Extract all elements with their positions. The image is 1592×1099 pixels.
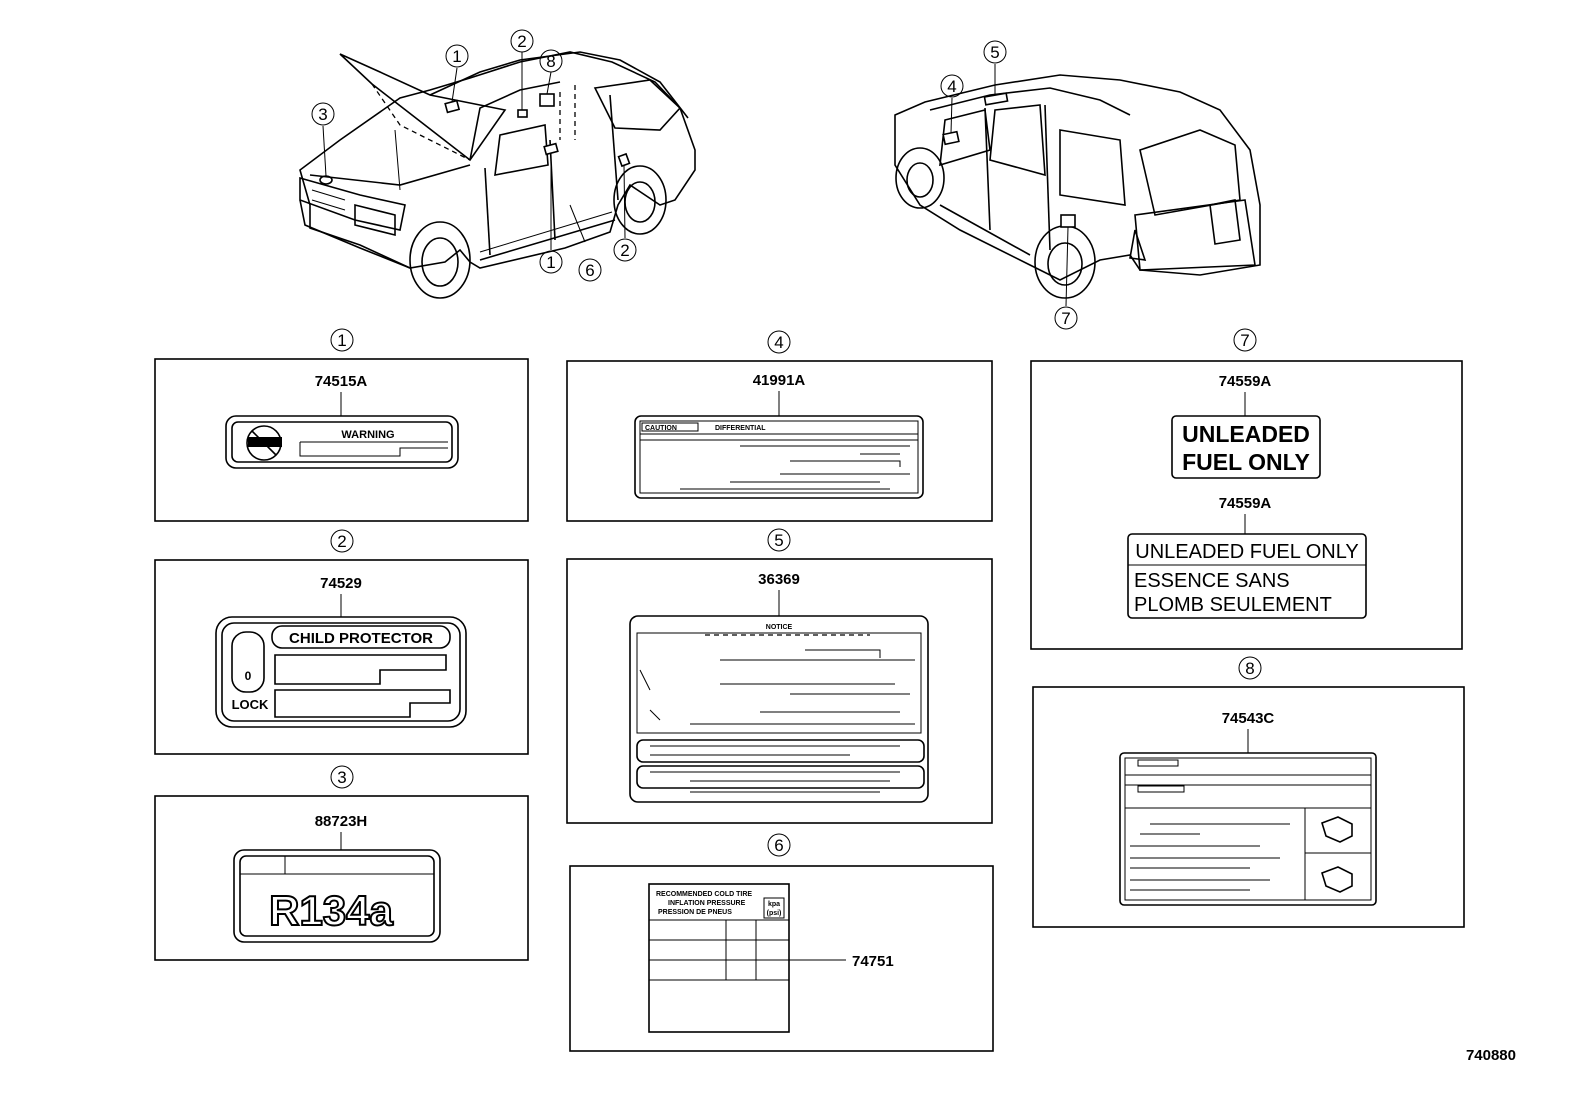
- panel-5: 5 36369 NOTICE: [566, 528, 993, 824]
- diagram-id: 740880: [1466, 1047, 1516, 1064]
- vehicle-front-view: [299, 51, 696, 299]
- seat-icon-1: [1321, 816, 1353, 843]
- callout-4-top: 4: [947, 77, 956, 96]
- unit-kpa: kpa: [768, 901, 780, 908]
- tire-line-3: PRESSION DE PNEUS: [658, 909, 732, 916]
- notice-head: NOTICE: [766, 624, 793, 631]
- callout-2-bottom: 2: [620, 241, 629, 260]
- panel-5-number: 5: [774, 531, 783, 550]
- callout-6-bottom: 6: [585, 261, 594, 280]
- panel-1-part-number: 74515A: [315, 373, 368, 390]
- panel-4: 4 41991A CAUTION DIFFERENTIAL: [566, 330, 993, 522]
- unit-psi: (psi): [767, 910, 782, 917]
- panel-5-part-number: 36369: [758, 571, 800, 588]
- callout-1-bottom: 1: [546, 253, 555, 272]
- plomb-seulement: PLOMB SEULEMENT: [1134, 594, 1332, 616]
- panel-1-warning: WARNING: [341, 429, 394, 441]
- panel-3-number: 3: [337, 768, 346, 787]
- panel-2: 2 74529 0 LOCK CHILD PROTECTOR: [154, 529, 529, 755]
- seat-icon-2: [1321, 866, 1353, 893]
- panel-1-number: 1: [337, 331, 346, 350]
- unleaded-fuel-only: UNLEADED FUEL ONLY: [1135, 541, 1358, 563]
- panel-8-number: 8: [1245, 659, 1254, 678]
- panel-7-part-b: 74559A: [1219, 495, 1272, 512]
- lock-label: LOCK: [232, 697, 269, 712]
- panel-4-part-number: 41991A: [753, 372, 806, 389]
- tire-line-2: INFLATION PRESSURE: [668, 900, 746, 907]
- essence-sans: ESSENCE SANS: [1134, 570, 1290, 592]
- callout-2-top: 2: [517, 32, 526, 51]
- unleaded-line-1: UNLEADED: [1182, 421, 1310, 447]
- panel-3-part-number: 88723H: [315, 813, 368, 830]
- panel-1: 1 74515A WARNING: [154, 328, 529, 522]
- tire-line-1: RECOMMENDED COLD TIRE: [656, 891, 752, 898]
- vehicle-callouts: 1 2 8 3 1 6 2 4 5 7: [311, 29, 1078, 330]
- panel-6-part-number: 74751: [852, 953, 894, 970]
- r134a-text: R134a: [269, 887, 393, 934]
- unleaded-line-2: FUEL ONLY: [1182, 449, 1310, 475]
- panel-7: 7 74559A UNLEADED FUEL ONLY 74559A UNLEA…: [1030, 328, 1463, 650]
- panel-2-number: 2: [337, 532, 346, 551]
- panel-8-part-number: 74543C: [1222, 710, 1275, 727]
- callout-1-top: 1: [452, 47, 461, 66]
- panel-4-number: 4: [774, 333, 783, 352]
- vehicle-rear-view: [894, 64, 1261, 307]
- panel-6: 6 RECOMMENDED COLD TIRE INFLATION PRESSU…: [569, 833, 994, 1052]
- callout-7-bottom: 7: [1061, 309, 1070, 328]
- panel-7-number: 7: [1240, 331, 1249, 350]
- panel-8: 8 74543C: [1032, 656, 1465, 928]
- caution-head: CAUTION: [645, 425, 677, 432]
- panel-6-number: 6: [774, 836, 783, 855]
- child-protector-title: CHILD PROTECTOR: [289, 630, 433, 647]
- panel-7-part-a: 74559A: [1219, 373, 1272, 390]
- callout-8-top: 8: [546, 52, 555, 71]
- differential-head: DIFFERENTIAL: [715, 425, 766, 432]
- panel-3: 3 88723H R134a: [154, 765, 529, 961]
- panel-2-part-number: 74529: [320, 575, 362, 592]
- callout-3-top: 3: [318, 105, 327, 124]
- callout-5-top: 5: [990, 43, 999, 62]
- lock-symbol: 0: [245, 669, 252, 683]
